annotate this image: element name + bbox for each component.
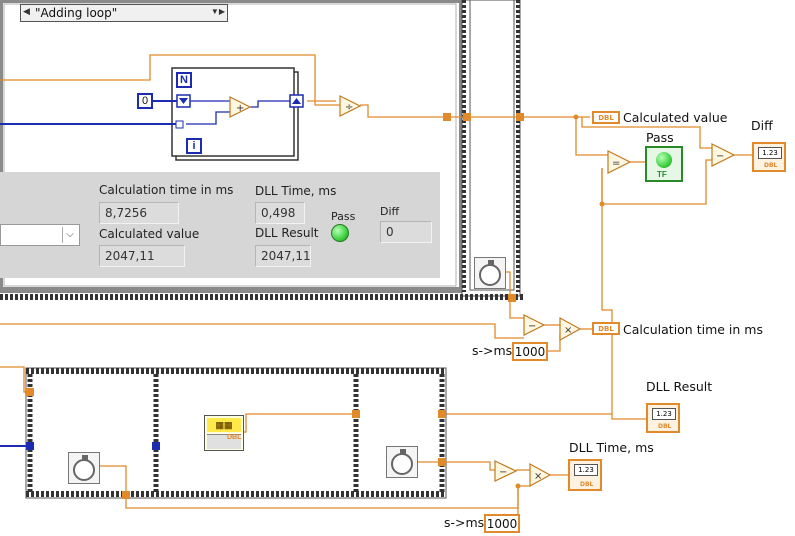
chevron-down-icon[interactable]: ⌵ [62,227,77,243]
loop-count-terminal[interactable]: N [176,72,192,88]
calc-time-terminal[interactable]: DBL [592,322,620,335]
svg-text:−: − [499,467,507,478]
front-panel-area: ⌵ Calculation time in ms 8,7256 Calculat… [0,172,440,278]
diff-terminal-dbl: DBL [764,162,778,169]
dll-time-terminal[interactable]: 1.23 DBL [568,459,602,491]
dll-time-num: 1.23 [574,464,598,476]
svg-text:÷: ÷ [345,102,353,113]
dll-time-display: 0,498 [255,202,305,224]
stopwatch-icon[interactable] [68,452,100,484]
calculated-value-terminal[interactable]: DBL [592,111,620,124]
dll-time-label: DLL Time, ms [255,184,337,198]
dll-node-dbl: DBL [227,434,242,441]
diff-terminal[interactable]: 1.23 DBL [752,142,786,172]
calculated-value-label: Calculated value [623,110,728,125]
pass-terminal[interactable]: TF [645,146,683,182]
stopwatch-icon[interactable] [386,446,418,478]
ms-constant[interactable]: 1000 [512,342,548,361]
svg-text:−: − [528,321,536,332]
svg-text:×: × [564,325,572,336]
pass-terminal-label: Pass [646,130,674,145]
dll-result-dbl: DBL [658,423,672,430]
calc-value-display: 2047,11 [99,245,185,267]
s-to-ms-label: s->ms [444,515,485,530]
dll-result-display: 2047,11 [255,245,311,267]
dll-result-terminal[interactable]: 1.23 DBL [646,403,680,433]
dll-result-num: 1.23 [652,408,676,420]
tf-label: TF [657,170,667,179]
calc-time-terminal-label: Calculation time in ms [623,322,763,337]
svg-text:=: = [612,158,620,169]
dll-call-node[interactable]: ▦▦ DBL [204,415,244,451]
dll-result-label: DLL Result [255,226,319,240]
pass-led[interactable] [331,224,349,242]
dll-time-dbl: DBL [580,481,594,488]
led-icon [656,152,672,168]
enum-dropdown[interactable]: ⌵ [0,224,80,246]
case-selector[interactable]: ◀ "Adding loop" ▼▶ [20,4,228,22]
ms-constant[interactable]: 1000 [484,514,520,533]
diff-display: 0 [380,221,432,243]
s-to-ms-label: s->ms [472,343,513,358]
svg-text:×: × [534,471,542,482]
svg-text:+: + [236,103,244,114]
diff-terminal-label: Diff [751,118,773,133]
dll-result-terminal-label: DLL Result [646,379,713,394]
init-constant[interactable]: 0 [137,93,153,109]
diff-terminal-num: 1.23 [758,147,782,159]
case-selector-value: "Adding loop" [35,6,118,20]
svg-text:−: − [716,151,724,162]
iteration-terminal[interactable]: i [186,138,202,154]
dll-time-terminal-label: DLL Time, ms [569,440,654,455]
calc-time-label: Calculation time in ms [99,183,234,197]
pass-label: Pass [331,210,356,223]
diff-label: Diff [380,205,400,218]
calc-value-label: Calculated value [99,227,200,241]
stopwatch-icon[interactable] [474,257,506,289]
case-prev-arrow[interactable]: ◀ [23,6,30,16]
calc-time-display: 8,7256 [99,202,179,224]
case-next-arrow[interactable]: ▼▶ [210,7,225,16]
